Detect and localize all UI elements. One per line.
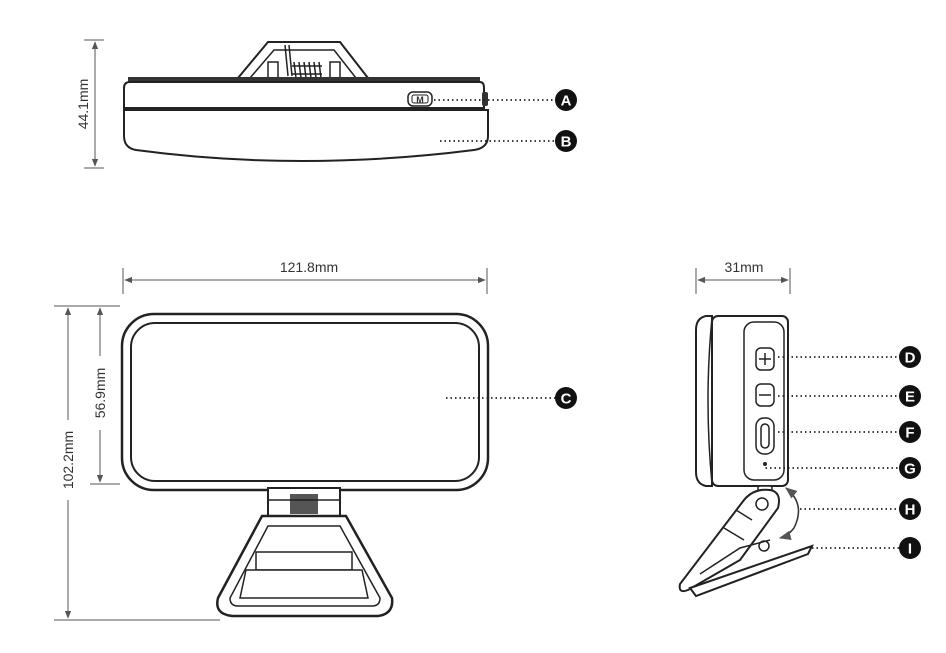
side-view [678,315,814,598]
top-view [123,41,489,162]
top-lens [123,109,489,162]
front-view [120,312,490,618]
callout-d-label: D [905,350,916,367]
mode-button-glyph: M [416,95,424,105]
callout-a-marker [555,89,577,111]
callout-b-label: B [561,134,572,151]
callout-b-marker [555,130,577,152]
mode-button: M [407,91,433,107]
top-height-dimension [84,39,104,169]
side-clip [678,488,814,598]
front-width-label: 121.8mm [280,259,338,275]
callout-f-label: F [905,425,914,442]
callout-g-label: G [904,461,916,478]
callout-e-label: E [905,389,915,406]
callout-c-marker [555,387,577,409]
callout-markers: A B C D E F G H I [555,89,921,559]
top-clip-mount [235,41,371,79]
top-height-label: 44.1mm [75,79,91,130]
callout-h-label: H [905,502,916,519]
front-panel-inner [130,322,480,482]
callout-i-label: I [908,541,912,558]
spring [284,44,322,79]
side-depth-dimension [695,268,791,294]
side-depth-label: 31mm [725,259,764,275]
callout-d-marker [899,346,921,368]
callout-a-label: A [561,93,572,110]
front-total-height-label: 102.2mm [60,431,76,489]
front-width-dimension [122,268,488,294]
top-body-upper [123,81,485,109]
callout-e-marker [899,385,921,407]
callout-g-marker [899,457,921,479]
callout-lines [434,99,900,549]
front-panel-height-label: 56.9mm [92,368,108,419]
callout-h-marker [899,498,921,520]
callout-i-marker [899,537,921,559]
callout-f-marker [899,421,921,443]
callout-c-label: C [561,391,572,408]
